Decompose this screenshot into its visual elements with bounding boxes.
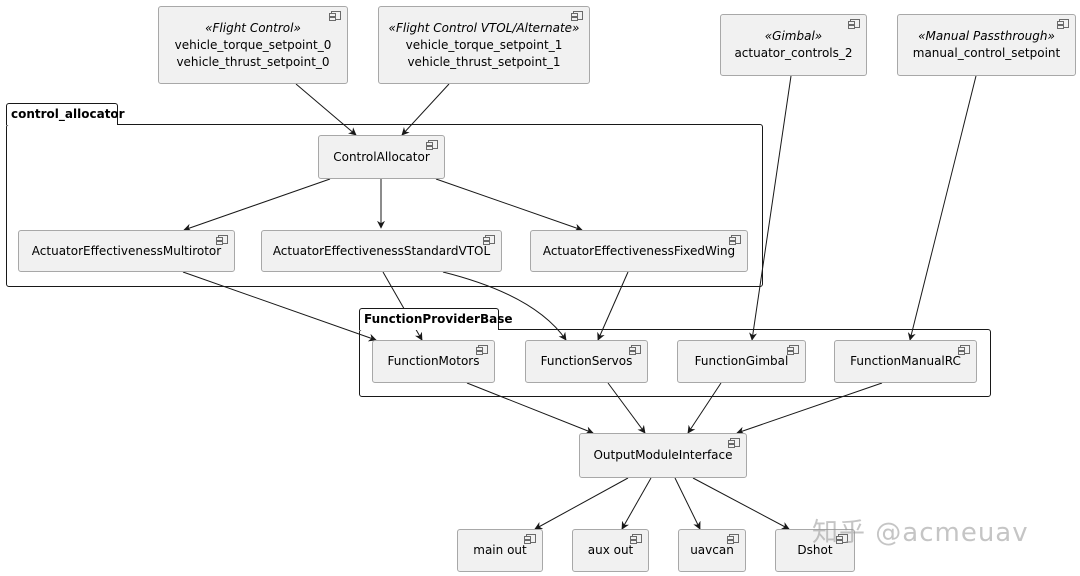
node-label: Dshot xyxy=(797,543,833,557)
actuator-effectiveness-fixed-wing-node: ActuatorEffectivenessFixedWing xyxy=(530,230,748,272)
node-label: FunctionMotors xyxy=(387,354,480,368)
stereotype-label: «Flight Control» xyxy=(205,20,301,35)
function-gimbal-node: FunctionGimbal xyxy=(677,340,806,383)
topic-label: vehicle_thrust_setpoint_1 xyxy=(407,54,561,69)
component-icon xyxy=(216,235,228,245)
main-out-node: main out xyxy=(457,529,543,572)
edge-servos-to-output xyxy=(607,382,646,434)
node-label: FunctionGimbal xyxy=(694,354,789,368)
component-icon xyxy=(787,345,799,355)
edge-motors-to-output xyxy=(466,382,594,435)
edge-output-to-auxout xyxy=(621,477,652,530)
component-icon xyxy=(329,11,341,21)
edge-fixedwing-to-servos xyxy=(597,271,629,341)
package-function-provider-base xyxy=(359,329,991,397)
actuator-effectiveness-standard-vtol-node: ActuatorEffectivenessStandardVTOL xyxy=(261,230,502,272)
component-icon xyxy=(476,345,488,355)
edge-manual-to-functionrc xyxy=(907,75,977,341)
node-label: ControlAllocator xyxy=(333,149,430,164)
component-icon xyxy=(729,235,741,245)
watermark: 知乎 @acmeuav xyxy=(812,518,1029,548)
topic-label: manual_control_setpoint xyxy=(912,46,1061,60)
component-icon xyxy=(524,534,536,544)
edge-output-to-dshot xyxy=(692,477,790,530)
flight-control-node: «Flight Control» vehicle_torque_setpoint… xyxy=(158,6,348,84)
edge-allocator-to-multirotor xyxy=(183,178,331,232)
node-label: uavcan xyxy=(690,543,734,557)
node-label: FunctionManualRC xyxy=(850,354,961,368)
component-icon xyxy=(1057,19,1069,29)
function-servos-node: FunctionServos xyxy=(525,340,648,383)
component-icon xyxy=(958,345,970,355)
component-icon xyxy=(727,534,739,544)
node-label: OutputModuleInterface xyxy=(593,448,733,462)
aux-out-node: aux out xyxy=(572,529,649,572)
component-icon xyxy=(728,438,740,448)
node-label: aux out xyxy=(587,543,634,557)
edge-gimbal-to-output xyxy=(687,382,722,434)
flight-control-vtol-node: «Flight Control VTOL/Alternate» vehicle_… xyxy=(378,6,590,84)
component-icon xyxy=(836,534,848,544)
component-icon xyxy=(630,534,642,544)
stereotype-label: «Flight Control VTOL/Alternate» xyxy=(388,20,580,35)
component-icon xyxy=(426,140,438,150)
actuator-effectiveness-multirotor-node: ActuatorEffectivenessMultirotor xyxy=(18,230,235,272)
node-label: FunctionServos xyxy=(540,354,633,368)
edge-gimbal-to-functiongimbal xyxy=(749,75,792,341)
control-allocator-node: ControlAllocator xyxy=(318,135,445,179)
stereotype-label: «Gimbal» xyxy=(764,29,823,43)
topic-label: vehicle_torque_setpoint_1 xyxy=(405,37,563,52)
component-icon xyxy=(848,19,860,29)
node-label: main out xyxy=(473,543,527,557)
edge-output-to-mainout xyxy=(534,477,629,530)
function-motors-node: FunctionMotors xyxy=(372,340,495,383)
uavcan-node: uavcan xyxy=(678,529,746,572)
manual-passthrough-node: «Manual Passthrough» manual_control_setp… xyxy=(897,14,1076,76)
edge-output-to-uavcan xyxy=(674,477,701,530)
package-control-allocator-label: control_allocator xyxy=(6,103,125,125)
node-label: ActuatorEffectivenessMultirotor xyxy=(31,243,222,258)
component-icon xyxy=(629,345,641,355)
stereotype-label: «Manual Passthrough» xyxy=(918,29,1055,43)
output-module-interface-node: OutputModuleInterface xyxy=(579,433,747,478)
function-manual-rc-node: FunctionManualRC xyxy=(834,340,977,383)
node-label: ActuatorEffectivenessFixedWing xyxy=(542,243,736,258)
package-function-provider-base-label: FunctionProviderBase xyxy=(359,308,513,330)
edge-multirotor-to-motors xyxy=(182,271,377,342)
topic-label: vehicle_thrust_setpoint_0 xyxy=(176,54,330,69)
node-label: ActuatorEffectivenessStandardVTOL xyxy=(272,243,491,258)
package-control-allocator xyxy=(6,124,763,287)
edge-vtol-to-allocator xyxy=(401,83,450,136)
component-icon xyxy=(571,11,583,21)
component-icon xyxy=(483,235,495,245)
topic-label: vehicle_torque_setpoint_0 xyxy=(174,37,332,52)
gimbal-node: «Gimbal» actuator_controls_2 xyxy=(720,14,867,76)
edge-flightcontrol-to-allocator xyxy=(295,83,357,136)
edge-allocator-to-fixedwing xyxy=(435,178,583,232)
topic-label: actuator_controls_2 xyxy=(734,46,853,60)
edge-rc-to-output xyxy=(736,382,883,435)
dshot-node: Dshot xyxy=(775,529,855,572)
